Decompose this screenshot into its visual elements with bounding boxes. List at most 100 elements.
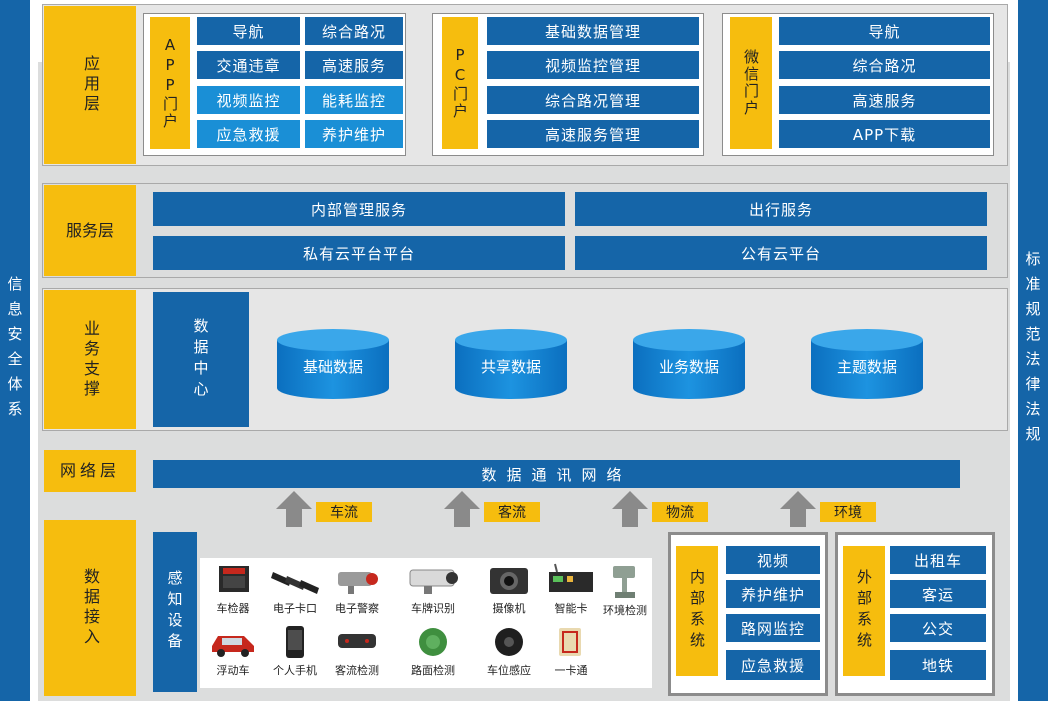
travel-service[interactable]: 出行服务 [575, 192, 987, 226]
flow-tag-vehicle: 车流 [316, 502, 372, 522]
external-taxi-button[interactable]: 出租车 [890, 546, 986, 574]
device-label: 摄像机 [492, 602, 526, 615]
private-cloud-platform[interactable]: 私有云平台平台 [153, 236, 565, 270]
device-e-checkpoint[interactable]: 电子卡口 [264, 562, 326, 616]
camera-icon [490, 568, 528, 594]
device-smart-card[interactable]: 智能卡 [540, 562, 602, 616]
device-label: 车检器 [216, 602, 250, 615]
up-arrow-icon [276, 491, 312, 527]
data-network-bar: 数据通讯网络 [153, 460, 960, 488]
db-shared[interactable]: 共享数据 [455, 328, 567, 400]
right-standards-label: 标准规范法律法规 [1023, 250, 1042, 451]
internal-emergency-button[interactable]: 应急救援 [726, 650, 820, 680]
up-arrow-icon [780, 491, 816, 527]
external-system-label: 外部系统 [843, 546, 885, 676]
wechat-app-download-button[interactable]: APP下载 [779, 120, 990, 148]
left-security-label: 信息安全体系 [5, 275, 24, 426]
vehicle-detector-icon [219, 566, 249, 592]
app-nav-button[interactable]: 导航 [197, 17, 300, 45]
external-coach-button[interactable]: 客运 [890, 580, 986, 608]
internal-network-monitor-button[interactable]: 路网监控 [726, 614, 820, 642]
db-shared-label: 共享数据 [480, 358, 541, 376]
device-label: 个人手机 [273, 664, 317, 677]
device-road-sensor[interactable]: 路面检测 [402, 624, 464, 678]
device-label: 车牌识别 [411, 602, 455, 615]
plate-camera-icon [409, 569, 458, 594]
internal-mgmt-service[interactable]: 内部管理服务 [153, 192, 565, 226]
device-parking-sensor[interactable]: 车位感应 [478, 624, 540, 678]
device-camera[interactable]: 摄像机 [478, 562, 540, 616]
flow-tag-environment: 环境 [820, 502, 876, 522]
parking-sensor-icon [495, 628, 523, 656]
pc-traffic-mgmt-button[interactable]: 综合路况管理 [487, 86, 699, 114]
data-center-label: 数据中心 [191, 317, 210, 402]
device-vehicle-detector[interactable]: 车检器 [202, 562, 264, 616]
internal-maintenance-button[interactable]: 养护维护 [726, 580, 820, 608]
data-center-block: 数据中心 [153, 292, 249, 427]
sensing-devices-block: 感知设备 [153, 532, 197, 692]
app-portal-label: APP门户 [150, 17, 190, 149]
app-violation-button[interactable]: 交通违章 [197, 51, 300, 79]
device-label: 客流检测 [335, 664, 379, 677]
app-maintenance-button[interactable]: 养护维护 [305, 120, 403, 148]
db-topic-label: 主题数据 [836, 358, 897, 376]
app-video-button[interactable]: 视频监控 [197, 86, 300, 114]
device-label: 环境检测 [603, 604, 647, 617]
wechat-traffic-button[interactable]: 综合路况 [779, 51, 990, 79]
checkpoint-camera-icon [271, 572, 319, 594]
internal-video-button[interactable]: 视频 [726, 546, 820, 574]
sensing-devices-label: 感知设备 [165, 570, 184, 654]
wechat-nav-button[interactable]: 导航 [779, 17, 990, 45]
db-business-label: 业务数据 [658, 358, 719, 376]
smart-card-reader-icon [549, 563, 593, 592]
flow-tag-passenger: 客流 [484, 502, 540, 522]
pc-video-mgmt-button[interactable]: 视频监控管理 [487, 51, 699, 79]
business-layer-label: 业务支撑 [44, 290, 136, 429]
device-personal-phone[interactable]: 个人手机 [264, 624, 326, 678]
device-label: 智能卡 [554, 602, 588, 615]
device-floating-car[interactable]: 浮动车 [202, 624, 264, 678]
external-metro-button[interactable]: 地铁 [890, 650, 986, 680]
device-env-monitor[interactable]: 环境检测 [594, 562, 656, 618]
transit-card-icon [559, 628, 581, 656]
up-arrow-icon [444, 491, 480, 527]
db-basic[interactable]: 基础数据 [277, 328, 389, 400]
wechat-portal-label: 微信门户 [730, 17, 772, 149]
db-basic-label: 基础数据 [302, 358, 363, 376]
app-energy-button[interactable]: 能耗监控 [305, 86, 403, 114]
road-sensor-icon [419, 628, 447, 656]
device-passenger-counter[interactable]: 客流检测 [326, 624, 388, 678]
phone-icon [286, 626, 304, 658]
internal-system-label: 内部系统 [676, 546, 718, 676]
device-label: 电子卡口 [273, 602, 317, 615]
external-bus-button[interactable]: 公交 [890, 614, 986, 642]
device-e-police[interactable]: 电子警察 [326, 562, 388, 616]
right-standards-bar: 标准规范法律法规 [1018, 0, 1048, 701]
passenger-counter-icon [338, 634, 376, 648]
flow-tag-logistics: 物流 [652, 502, 708, 522]
app-emergency-button[interactable]: 应急救援 [197, 120, 300, 148]
device-transit-card[interactable]: 一卡通 [540, 624, 602, 678]
device-label: 电子警察 [335, 602, 379, 615]
wechat-highway-button[interactable]: 高速服务 [779, 86, 990, 114]
device-plate-recognition[interactable]: 车牌识别 [402, 562, 464, 616]
device-label: 浮动车 [216, 664, 250, 677]
pc-basic-data-button[interactable]: 基础数据管理 [487, 17, 699, 45]
app-traffic-button[interactable]: 综合路况 [305, 17, 403, 45]
up-arrow-icon [612, 491, 648, 527]
env-monitor-icon [613, 566, 635, 598]
db-business[interactable]: 业务数据 [633, 328, 745, 400]
app-highway-button[interactable]: 高速服务 [305, 51, 403, 79]
service-layer-label: 服务层 [44, 185, 136, 276]
pc-highway-mgmt-button[interactable]: 高速服务管理 [487, 120, 699, 148]
access-layer-label: 数据接入 [44, 520, 136, 696]
device-label: 一卡通 [554, 664, 588, 677]
pc-portal-label: PC门户 [442, 17, 478, 149]
public-cloud-platform[interactable]: 公有云平台 [575, 236, 987, 270]
application-layer-label: 应用层 [44, 6, 136, 164]
db-topic[interactable]: 主题数据 [811, 328, 923, 400]
device-label: 车位感应 [487, 664, 531, 677]
device-label: 路面检测 [411, 664, 455, 677]
left-security-bar: 信息安全体系 [0, 0, 30, 701]
car-icon [212, 636, 254, 657]
